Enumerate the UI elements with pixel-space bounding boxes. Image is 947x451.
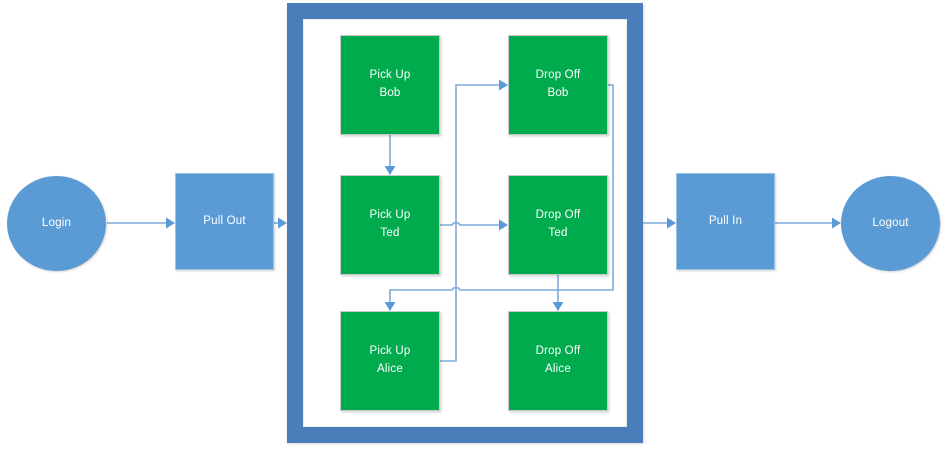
node-drop-off-ted-label2: Ted bbox=[548, 227, 568, 239]
node-drop-off-ted[interactable]: Drop Off Ted bbox=[508, 175, 608, 275]
node-pick-up-ted[interactable]: Pick Up Ted bbox=[340, 175, 440, 275]
node-drop-off-bob[interactable]: Drop Off Bob bbox=[508, 35, 608, 135]
node-login-label: Login bbox=[41, 216, 72, 229]
node-pick-up-bob-label2: Bob bbox=[379, 87, 401, 99]
edge-container-to-pull-in bbox=[643, 217, 676, 229]
node-pick-up-bob-label: Pick Up bbox=[369, 69, 411, 82]
node-pick-up-ted-label2: Ted bbox=[380, 227, 400, 239]
node-drop-off-bob-label: Drop Off bbox=[535, 69, 581, 82]
node-pick-up-alice-label: Pick Up bbox=[369, 345, 411, 358]
node-drop-off-bob-label2: Bob bbox=[547, 87, 569, 99]
trip-container-inner-border bbox=[303, 19, 627, 427]
node-login[interactable]: Login bbox=[7, 176, 106, 271]
node-pull-in[interactable]: Pull In bbox=[676, 173, 775, 270]
node-pick-up-bob[interactable]: Pick Up Bob bbox=[340, 35, 440, 135]
node-logout[interactable]: Logout bbox=[841, 176, 940, 271]
node-pull-out[interactable]: Pull Out bbox=[175, 173, 274, 270]
node-logout-label: Logout bbox=[872, 216, 909, 229]
node-drop-off-alice[interactable]: Drop Off Alice bbox=[508, 311, 608, 411]
edge-pull-out-to-container bbox=[274, 217, 287, 229]
edge-login-to-pull-out bbox=[107, 217, 175, 229]
node-drop-off-alice-label: Drop Off bbox=[535, 345, 581, 358]
node-pick-up-ted-label: Pick Up bbox=[369, 209, 411, 222]
node-pick-up-alice-label2: Alice bbox=[377, 363, 403, 375]
node-pull-in-label: Pull In bbox=[708, 214, 743, 227]
node-pick-up-alice[interactable]: Pick Up Alice bbox=[340, 311, 440, 411]
edge-pull-in-to-logout bbox=[775, 217, 841, 229]
node-drop-off-ted-label: Drop Off bbox=[535, 209, 581, 222]
node-drop-off-alice-label2: Alice bbox=[545, 363, 571, 375]
node-pull-out-label: Pull Out bbox=[203, 214, 246, 227]
